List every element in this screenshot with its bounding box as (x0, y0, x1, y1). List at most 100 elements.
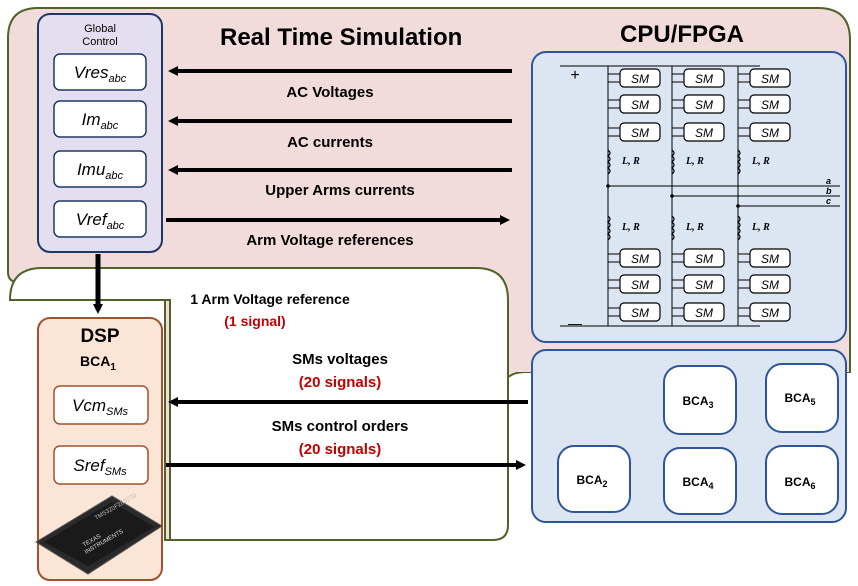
gc-im-base: Im (82, 110, 101, 129)
inductor-label: L, R (751, 222, 770, 233)
label-one-ref-count: (1 signal) (224, 313, 285, 329)
dsp-bca-base: BCA (80, 353, 110, 369)
sm-box-lower-0-1 (619, 274, 661, 294)
sm-label: SM (631, 252, 649, 266)
label-sms-orders-count: (20 signals) (299, 441, 382, 458)
svg-text:BCA3: BCA3 (682, 394, 713, 410)
label-sms-voltages: SMs voltages (292, 351, 388, 368)
sm-label: SM (695, 126, 713, 140)
sm-label: SM (631, 126, 649, 140)
svg-text:Vresabc: Vresabc (74, 63, 127, 85)
label-upper-arms: Upper Arms currents (265, 182, 415, 199)
dsp-vcm-sub: SMs (106, 406, 129, 418)
inductor-lower-2 (737, 215, 741, 241)
inductor-label: L, R (685, 222, 704, 233)
gc-imu-sub: abc (105, 170, 123, 182)
sm-box-lower-2-1 (749, 274, 791, 294)
phase-label-c: c (826, 196, 831, 206)
svg-text:SrefSMs: SrefSMs (73, 456, 127, 478)
inductor-label: L, R (621, 156, 640, 167)
phase-node (736, 204, 740, 208)
sm-label: SM (631, 72, 649, 86)
inductor-upper-1 (671, 149, 675, 175)
svg-text:VcmSMs: VcmSMs (72, 396, 129, 418)
sm-label: SM (695, 278, 713, 292)
svg-text:BCA4: BCA4 (682, 475, 713, 491)
bca6-sub: 6 (810, 481, 815, 491)
gc-vref-sub: abc (107, 220, 125, 232)
sm-box-upper-2-2 (749, 122, 791, 142)
sm-box-lower-0-2 (619, 302, 661, 322)
dsp-sref-base: Sref (73, 456, 106, 475)
gc-im-sub: abc (101, 120, 119, 132)
sm-box-upper-2-1 (749, 94, 791, 114)
bca6-base: BCA (784, 475, 810, 489)
sm-label: SM (761, 98, 779, 112)
bca-box-3: BCA3 (663, 365, 737, 435)
bca2-base: BCA (576, 473, 602, 487)
sm-box-upper-2-0 (749, 68, 791, 88)
phase-label-b: b (826, 186, 832, 196)
bca2-sub: 2 (602, 479, 607, 489)
sm-label: SM (695, 98, 713, 112)
bca4-base: BCA (682, 475, 708, 489)
inductor-label: L, R (751, 156, 770, 167)
label-sms-voltages-count: (20 signals) (299, 374, 382, 391)
dsp-bca-sub: 1 (110, 362, 116, 373)
gc-vres-base: Vres (74, 63, 109, 82)
sm-label: SM (631, 306, 649, 320)
dsp-vcm-base: Vcm (72, 396, 106, 415)
label-one-ref: 1 Arm Voltage reference (190, 291, 350, 307)
label-ac-currents: AC currents (287, 134, 373, 151)
dsp-sref-sub: SMs (105, 466, 128, 478)
bca5-sub: 5 (810, 397, 815, 407)
phase-node (606, 184, 610, 188)
sm-box-lower-1-0 (683, 248, 725, 268)
svg-text:BCA6: BCA6 (784, 475, 815, 491)
gc-vres-sub: abc (108, 73, 126, 85)
sm-box-lower-0-0 (619, 248, 661, 268)
bca-box-2: BCA2 (557, 445, 631, 513)
dsp-item-vcm: VcmSMs (53, 385, 149, 425)
bca4-sub: 4 (708, 481, 713, 491)
bca-box-5: BCA5 (765, 363, 839, 433)
sm-label: SM (695, 252, 713, 266)
sm-label: SM (631, 278, 649, 292)
inductor-label: L, R (685, 156, 704, 167)
sm-box-upper-0-1 (619, 94, 661, 114)
gc-item-vres: Vresabc (53, 53, 147, 91)
inductor-upper-2 (737, 149, 741, 175)
cpu-title: CPU/FPGA (620, 21, 744, 48)
inductor-lower-0 (607, 215, 611, 241)
sm-label: SM (761, 306, 779, 320)
dsp-title: DSP (80, 326, 119, 347)
svg-text:BCA1: BCA1 (80, 353, 116, 373)
dsp-item-sref: SrefSMs (53, 445, 149, 485)
svg-text:BCA5: BCA5 (784, 391, 815, 407)
inductor-label: L, R (621, 222, 640, 233)
sm-box-upper-1-0 (683, 68, 725, 88)
svg-text:Imabc: Imabc (82, 110, 119, 132)
svg-text:Imuabc: Imuabc (77, 160, 124, 182)
gc-item-vref: Vrefabc (53, 200, 147, 238)
svg-text:Vrefabc: Vrefabc (76, 210, 125, 232)
bca3-base: BCA (682, 394, 708, 408)
mmc-legs: SM SM SM SM SM SM L, R L, R SM SM SM SM SM SM L, R L, R… (606, 66, 791, 326)
sm-box-upper-1-1 (683, 94, 725, 114)
gc-item-im: Imabc (53, 100, 147, 138)
sm-label: SM (761, 126, 779, 140)
inductor-upper-0 (607, 149, 611, 175)
sm-label: SM (631, 98, 649, 112)
global-control-label-2: Control (82, 36, 117, 48)
gc-vref-base: Vref (76, 210, 109, 229)
sm-label: SM (761, 72, 779, 86)
sm-box-lower-2-2 (749, 302, 791, 322)
sm-label: SM (695, 306, 713, 320)
sm-label: SM (761, 252, 779, 266)
gc-item-imu: Imuabc (53, 150, 147, 188)
sm-box-lower-2-0 (749, 248, 791, 268)
bca-box-6: BCA6 (765, 445, 839, 515)
sm-box-lower-1-2 (683, 302, 725, 322)
bca5-base: BCA (784, 391, 810, 405)
